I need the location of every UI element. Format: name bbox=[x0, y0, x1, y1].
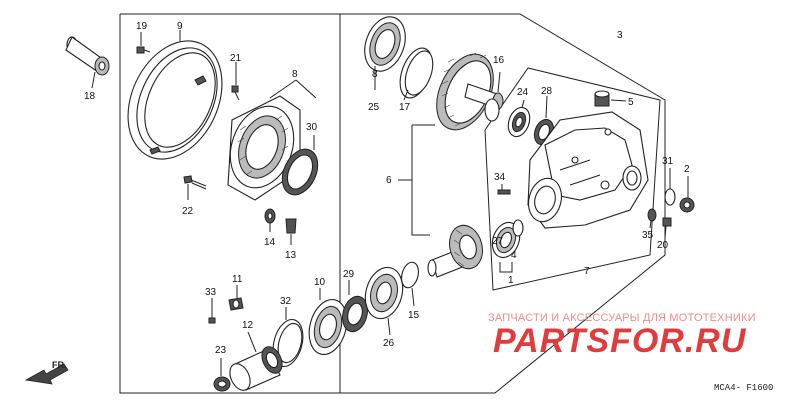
callout-11: 11 bbox=[232, 274, 243, 285]
callout-35: 35 bbox=[642, 230, 654, 241]
callout-16: 16 bbox=[493, 55, 505, 66]
callout-34: 34 bbox=[494, 172, 506, 183]
callout-13: 13 bbox=[285, 250, 297, 261]
part-spacer-11 bbox=[228, 297, 244, 311]
callout-27: 27 bbox=[492, 236, 504, 247]
leader-15 bbox=[411, 287, 415, 307]
part-bearing-26 bbox=[364, 266, 404, 320]
leader-6 bbox=[398, 179, 430, 236]
leader-8b-2 bbox=[269, 79, 297, 99]
part-seal-29 bbox=[342, 295, 368, 333]
part-ring-9 bbox=[127, 40, 223, 160]
part-ring-15 bbox=[401, 261, 419, 289]
leader-5 bbox=[610, 99, 627, 102]
part-washer-14 bbox=[264, 208, 276, 224]
part-ring-31 bbox=[664, 188, 676, 206]
part-bolt-19 bbox=[136, 46, 151, 54]
leader-8b bbox=[295, 79, 317, 99]
callout-10: 10 bbox=[314, 277, 326, 288]
callout-29: 29 bbox=[343, 269, 355, 280]
leader-26 bbox=[387, 317, 391, 336]
callout-8-right: 8 bbox=[372, 69, 378, 80]
case-outline bbox=[484, 67, 661, 291]
leader-17 bbox=[403, 89, 409, 101]
part-cap-5 bbox=[594, 90, 610, 107]
leader-28 bbox=[545, 95, 548, 119]
part-stud-34 bbox=[497, 189, 511, 195]
part-oil-seal-30 bbox=[281, 148, 319, 196]
part-sleeve-12 bbox=[229, 346, 283, 391]
callout-3: 3 bbox=[617, 30, 623, 41]
part-bolt-21 bbox=[231, 85, 240, 101]
callout-24: 24 bbox=[517, 87, 529, 98]
callout-15: 15 bbox=[408, 310, 420, 321]
callout-19: 19 bbox=[136, 21, 148, 32]
callout-1: 1 bbox=[508, 275, 514, 286]
callout-33: 33 bbox=[205, 287, 217, 298]
callout-8-left: 8 bbox=[292, 69, 298, 80]
part-final-drive-case bbox=[527, 111, 649, 229]
leader-16 bbox=[497, 71, 501, 93]
callout-28: 28 bbox=[541, 86, 553, 97]
callout-9: 9 bbox=[177, 21, 183, 32]
callout-4: 4 bbox=[511, 250, 517, 261]
callout-18: 18 bbox=[84, 91, 96, 102]
callout-2: 2 bbox=[684, 164, 690, 175]
direction-label: FR. bbox=[52, 360, 67, 370]
part-bearing-25 bbox=[364, 16, 406, 72]
leader-12 bbox=[247, 331, 257, 353]
callout-6: 6 bbox=[386, 175, 392, 186]
leader-18 bbox=[91, 71, 96, 89]
part-bearing-10 bbox=[308, 299, 348, 355]
leader-24 bbox=[521, 99, 525, 109]
leader-20 bbox=[664, 225, 667, 239]
part-ring-16 bbox=[484, 98, 500, 122]
callout-21: 21 bbox=[230, 53, 242, 64]
diagram-code: MCA4- F1600 bbox=[714, 383, 774, 393]
watermark-tagline: ЗАПЧАСТИ И АКСЕССУАРЫ ДЛЯ МОТОТЕХНИКИ bbox=[488, 312, 756, 324]
leader-35 bbox=[649, 220, 652, 229]
callout-26: 26 bbox=[383, 338, 395, 349]
callout-14: 14 bbox=[264, 237, 276, 248]
part-bolt-22 bbox=[183, 175, 207, 190]
part-plug-13 bbox=[285, 218, 297, 234]
part-pinion-gear bbox=[427, 224, 483, 278]
part-bolt-33 bbox=[208, 310, 216, 324]
part-bearing-24 bbox=[507, 106, 531, 138]
part-nut-23 bbox=[213, 376, 231, 392]
callout-20: 20 bbox=[657, 240, 669, 251]
callout-32: 32 bbox=[280, 296, 292, 307]
part-oring-32 bbox=[272, 318, 304, 368]
callout-30: 30 bbox=[306, 122, 318, 133]
watermark-brand: PARTSFOR.RU bbox=[493, 322, 747, 360]
callout-25: 25 bbox=[368, 102, 380, 113]
part-bolt-20 bbox=[662, 217, 672, 227]
callout-31: 31 bbox=[662, 156, 674, 167]
part-bearing-holder-8 bbox=[227, 95, 301, 201]
callout-17: 17 bbox=[399, 102, 411, 113]
part-axle-sleeve bbox=[65, 36, 110, 76]
assembly-outline-right bbox=[340, 13, 666, 394]
callout-22: 22 bbox=[182, 206, 194, 217]
callout-23: 23 bbox=[215, 345, 227, 356]
part-washer-35 bbox=[647, 208, 657, 222]
part-needle-bearing-27 bbox=[491, 219, 524, 259]
callout-5: 5 bbox=[628, 97, 634, 108]
front-arrow-icon bbox=[24, 363, 69, 385]
part-shim-17 bbox=[399, 47, 434, 99]
leader-27-4-1 bbox=[499, 262, 513, 273]
part-plug-2 bbox=[679, 197, 695, 213]
callout-7: 7 bbox=[584, 266, 590, 277]
callout-12: 12 bbox=[242, 320, 254, 331]
